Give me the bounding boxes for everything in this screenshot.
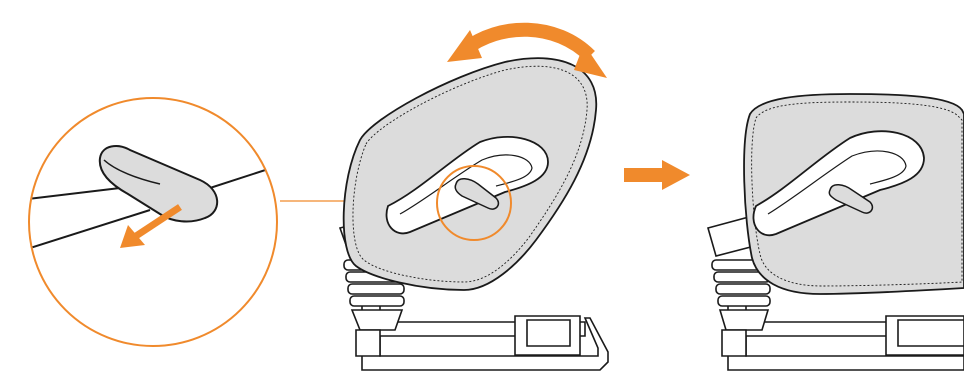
headrest-assembly-after: [708, 94, 964, 370]
next-step-arrow-icon: [624, 160, 690, 190]
headrest-assembly-before: [340, 30, 608, 370]
